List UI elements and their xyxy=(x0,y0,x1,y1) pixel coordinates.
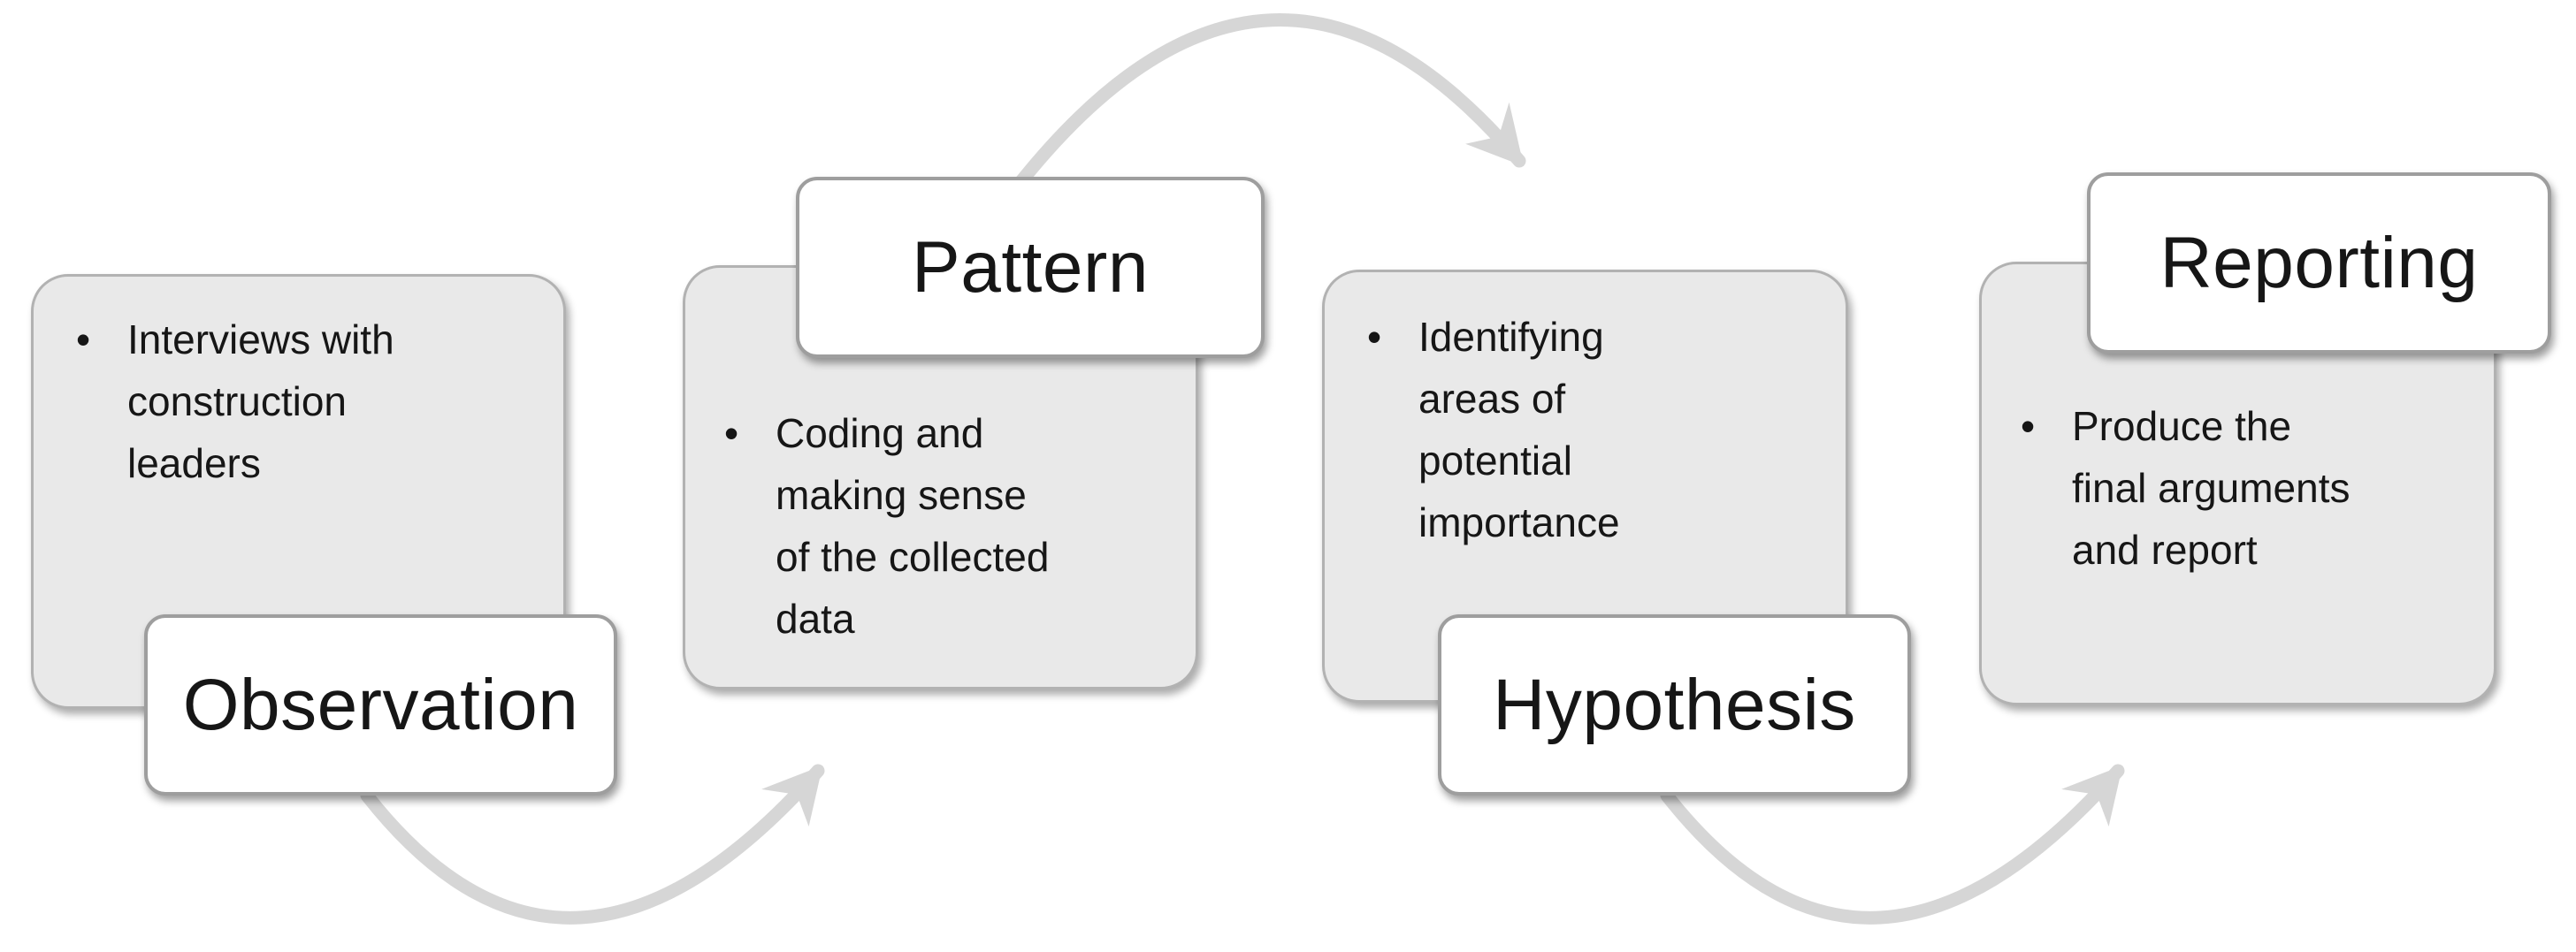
step-bullet-text-observation: Interviews with construction leaders xyxy=(127,316,394,486)
step-label-observation: Observation xyxy=(144,614,617,796)
step-bullet-text-pattern: Coding and making sense of the collected… xyxy=(776,410,1050,642)
curved-arrow-icon-pattern-to-hypothesis xyxy=(1014,13,1526,188)
bullet-item: • Produce the final arguments and report xyxy=(2015,395,2478,581)
bullet-dot-icon: • xyxy=(2021,403,2036,449)
step-label-pattern: Pattern xyxy=(796,177,1265,358)
bullet-dot-icon: • xyxy=(76,316,91,362)
bullet-dot-icon: • xyxy=(1367,314,1382,360)
step-label-hypothesis: Hypothesis xyxy=(1438,614,1911,796)
step-bullet-text-hypothesis: Identifying areas of potential importanc… xyxy=(1418,314,1620,545)
curved-arrow-icon-hypothesis-to-reporting xyxy=(1660,764,2125,925)
curved-arrow-icon-observation-to-pattern xyxy=(360,764,825,925)
step-label-reporting: Reporting xyxy=(2087,172,2551,354)
bullet-dot-icon: • xyxy=(724,410,739,456)
bullet-item: • Coding and making sense of the collect… xyxy=(719,402,1176,650)
bullet-item: • Identifying areas of potential importa… xyxy=(1362,306,1824,553)
bullet-item: • Interviews with construction leaders xyxy=(71,308,539,494)
step-bullet-text-reporting: Produce the final arguments and report xyxy=(2072,403,2351,573)
